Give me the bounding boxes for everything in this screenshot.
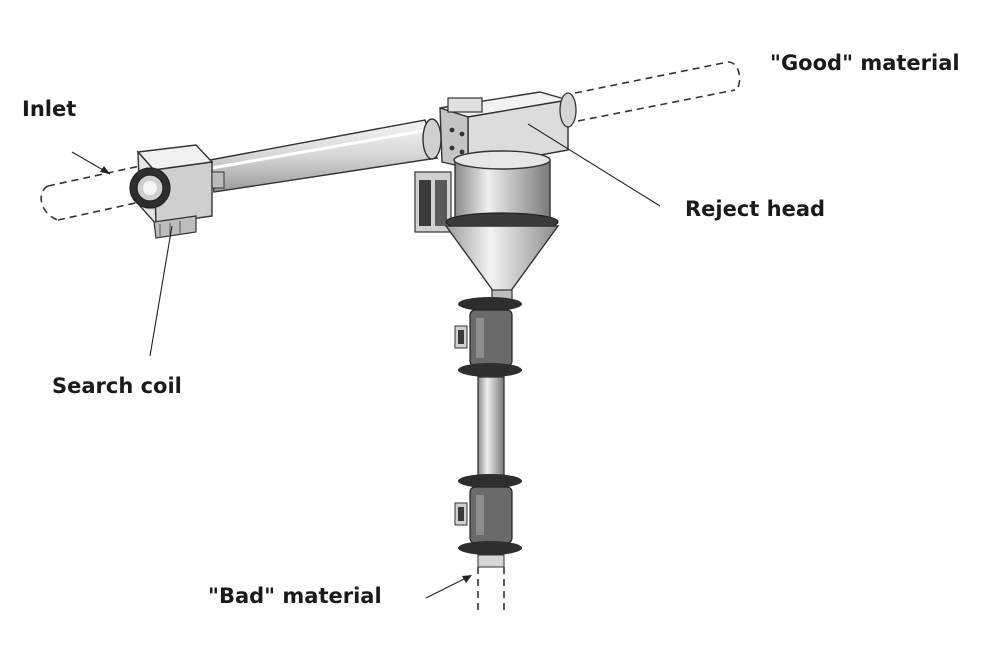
good-material-pipe-dashed [574, 61, 741, 122]
leader-lines [71, 123, 661, 599]
cone-hopper [444, 225, 560, 303]
main-pipe [209, 118, 442, 193]
reject-head-label: Reject head [685, 197, 826, 221]
upper-valve [454, 297, 522, 377]
inlet-arrowhead [100, 166, 110, 174]
bad-material-arrowhead [462, 575, 472, 583]
reject-head-leader [527, 123, 661, 207]
separator-housing [445, 150, 559, 232]
inlet-label: Inlet [22, 97, 77, 121]
bad-material-pipe-dashed [477, 567, 505, 612]
bad-material-label: "Bad" material [208, 584, 382, 608]
inlet-pipe-dashed [40, 165, 141, 221]
search-coil-label: Search coil [52, 374, 182, 398]
lower-valve [454, 474, 522, 568]
vertical-pipe [477, 376, 505, 476]
bad-material-arrow-line [425, 575, 471, 599]
search-coil-unit [129, 144, 225, 239]
good-material-label: "Good" material [770, 51, 960, 75]
reject-head-unit [414, 91, 577, 233]
search-coil-leader [149, 225, 173, 357]
